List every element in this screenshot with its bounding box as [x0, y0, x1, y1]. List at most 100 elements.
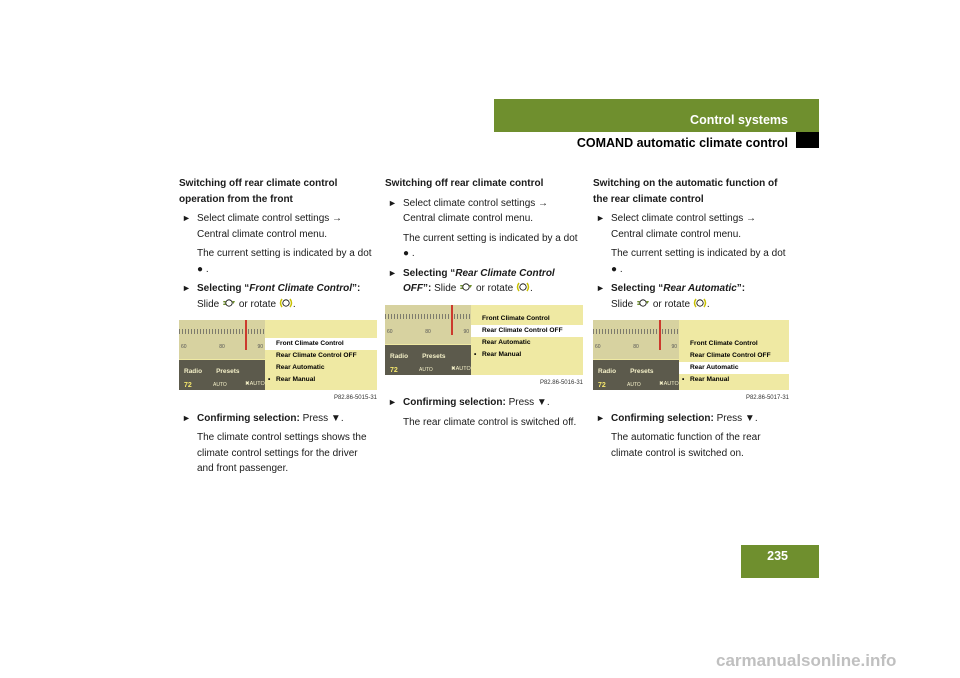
menu-item-rear-off: Rear Climate Control OFF — [690, 352, 771, 359]
slide-text: Slide — [611, 298, 634, 310]
page-number: 235 — [767, 549, 788, 563]
scale-num: 90 — [463, 328, 469, 335]
climate-menu: Front Climate Control Rear Climate Contr… — [471, 305, 583, 375]
auto-label: AUTO — [419, 366, 433, 373]
page-number-box — [741, 545, 819, 578]
screen-bottom-bar — [179, 360, 265, 390]
menu-item-front-climate: Front Climate Control — [482, 314, 550, 322]
screen-bottom-bar — [593, 360, 679, 390]
slide-controller-icon — [223, 298, 236, 307]
press-controller-icon: ▼ — [744, 412, 755, 424]
step-selecting: ►Selecting “Rear Climate Control OFF”: S… — [388, 267, 555, 295]
selecting-end: ”: — [423, 283, 432, 294]
tab-radio: Radio — [184, 368, 203, 375]
press-controller-icon: ▼ — [536, 397, 547, 408]
scale-numbers: 60 80 90 — [595, 340, 677, 356]
menu-option-name: Rear Climate Control OFF — [403, 267, 555, 295]
column-2-heading: Switching off rear climate control — [385, 178, 544, 189]
slide-text: Slide — [434, 283, 457, 294]
menu-item-rear-manual: Rear Manual — [679, 374, 789, 386]
rotate-controller-icon — [516, 282, 530, 292]
column-3-heading: Switching on the automatic function of t… — [593, 178, 778, 205]
scale-marker — [659, 320, 661, 350]
result-note: The automatic function of the rear clima… — [611, 432, 761, 459]
menu-item-rear-automatic: Rear Automatic — [276, 364, 325, 371]
tab-presets: Presets — [422, 352, 446, 360]
triangle-right-icon: ► — [388, 397, 397, 407]
result-note: The rear climate control is switched off… — [403, 416, 577, 428]
menu-item-rear-off: Rear Climate Control OFF — [471, 324, 583, 337]
step-select: ►Select climate control settings → Centr… — [179, 211, 377, 242]
or-rotate-text: or rotate — [652, 298, 691, 310]
fan-icon: ✖AUTO — [659, 381, 679, 387]
column-2: Switching off rear climate control ►Sele… — [385, 176, 583, 430]
menu-item-front-climate: Front Climate Control — [690, 340, 758, 347]
column-3: Switching on the automatic function of t… — [593, 176, 789, 461]
result-note: The climate control settings shows the c… — [197, 432, 367, 474]
triangle-right-icon: ► — [182, 283, 191, 293]
press-controller-icon: ▼ — [330, 412, 341, 424]
triangle-right-icon: ► — [388, 197, 397, 208]
selecting-label: Selecting “ — [197, 283, 250, 294]
menu-item-rear-automatic: Rear Automatic — [679, 362, 789, 374]
step-confirm: ►Confirming selection: Press ▼. — [385, 395, 583, 411]
screen-top-area — [385, 304, 471, 344]
or-rotate-text: or rotate — [238, 298, 277, 310]
menu-option-name: Front Climate Control — [249, 283, 353, 294]
scale-marker — [451, 304, 453, 335]
section-title: Control systems — [690, 113, 788, 127]
selecting-end: ”: — [736, 283, 746, 294]
tab-radio: Radio — [598, 368, 617, 375]
screen-bottom-bar — [385, 344, 471, 375]
triangle-right-icon: ► — [182, 213, 191, 223]
scale-num: 90 — [671, 344, 677, 350]
note-dot: The current setting is indicated by a do… — [611, 248, 786, 275]
scale-num: 60 — [387, 328, 393, 335]
or-rotate-text: or rotate — [475, 283, 514, 294]
header-bar — [494, 99, 819, 132]
scale-marker — [245, 320, 247, 350]
screen-top-area — [179, 320, 265, 359]
column-1: Switching off rear climate control opera… — [179, 176, 377, 477]
selecting-label: Selecting “ — [611, 283, 664, 294]
step-confirm: ►Confirming selection: Press ▼. — [593, 411, 789, 427]
fan-auto-label: AUTO — [455, 365, 471, 372]
tab-presets: Presets — [630, 368, 654, 375]
screen-top-area — [593, 320, 679, 359]
temperature-scale — [593, 329, 679, 334]
scale-num: 60 — [595, 344, 601, 350]
step-text: Select climate control settings → Centra… — [403, 197, 549, 225]
triangle-right-icon: ► — [182, 412, 191, 423]
step-select: ►Select climate control settings → Centr… — [593, 211, 789, 242]
confirm-label: Confirming selection: — [403, 397, 506, 408]
slide-controller-icon — [637, 298, 650, 307]
fan-auto-label: AUTO — [249, 381, 265, 387]
screen-tabs: Radio Presets — [184, 364, 254, 380]
menu-item-rear-manual: Rear Manual — [265, 374, 377, 386]
selecting-label: Selecting “ — [403, 267, 456, 279]
watermark: carmanualsonline.info — [716, 651, 897, 670]
menu-item-front-climate: Front Climate Control — [265, 338, 377, 350]
climate-menu: Front Climate Control Rear Climate Contr… — [679, 320, 789, 390]
note-dot: The current setting is indicated by a do… — [403, 232, 578, 260]
subsection-title: COMAND automatic climate control — [576, 136, 788, 150]
slide-text: Slide — [197, 298, 220, 310]
selecting-end: ”: — [352, 283, 361, 294]
temperature-readout: 72 — [390, 366, 398, 374]
scale-num: 60 — [181, 344, 187, 350]
scale-num: 80 — [633, 344, 639, 350]
rotate-controller-icon — [693, 298, 707, 307]
figure-id: P82.86-5015-31 — [333, 395, 377, 401]
step-selecting: ►Selecting “Rear Automatic”:Slide or rot… — [596, 283, 746, 310]
screen-tabs: Radio Presets — [598, 364, 668, 380]
tab-presets: Presets — [216, 368, 240, 375]
scale-num: 80 — [425, 328, 431, 335]
climate-menu: Front Climate Control Rear Climate Contr… — [265, 320, 377, 390]
temperature-scale — [385, 313, 471, 319]
figure-id: P82.86-5016-31 — [539, 379, 583, 386]
menu-item-rear-off: Rear Climate Control OFF — [276, 352, 357, 359]
